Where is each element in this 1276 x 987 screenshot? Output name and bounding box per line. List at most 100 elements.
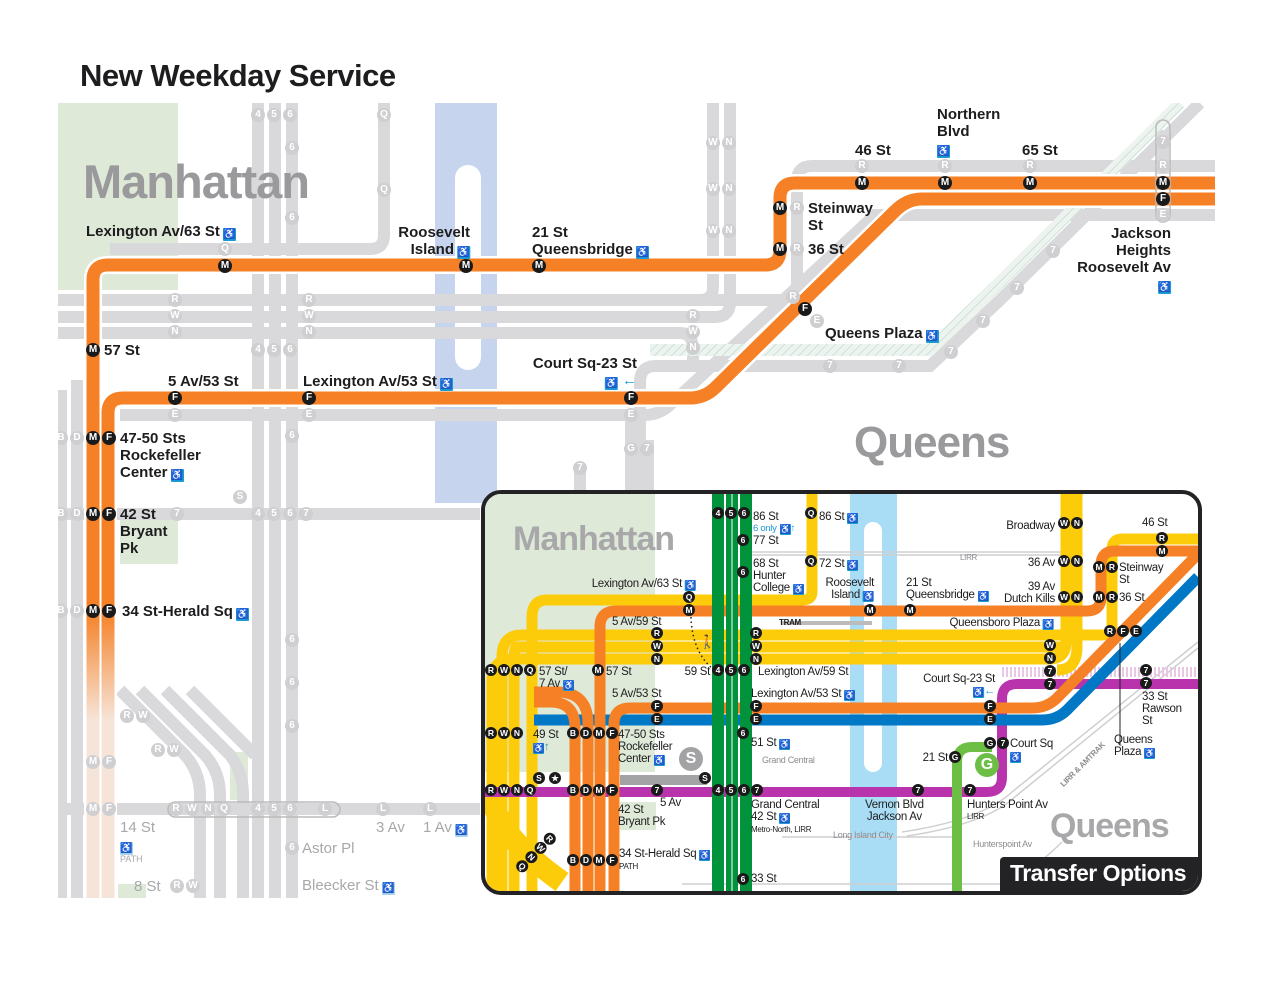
lirr-label: LIRR	[960, 553, 978, 562]
route-bullet-group: 6	[737, 727, 749, 739]
blue-e-line	[534, 573, 1198, 726]
accessible-icon: ♿	[222, 228, 236, 241]
route-bullet-n: N	[168, 325, 182, 339]
inset-station-queensboro-plaza[interactable]: Queensboro Plaza♿	[949, 617, 1054, 630]
inset-station-77-st[interactable]: 77 St	[753, 535, 779, 547]
inset-station-lexington-av-59-st[interactable]: Lexington Av/59 St	[758, 666, 849, 678]
station-lexington-av-63-st[interactable]: Lexington Av/63 St♿	[86, 223, 236, 241]
inset-station-36-av[interactable]: 36 Av	[1027, 557, 1055, 569]
route-bullet-w: W	[1044, 639, 1056, 651]
hunterspoint-av-label: Hunterspoint Av	[973, 839, 1032, 849]
route-bullet-n: N	[750, 653, 762, 665]
station-5-av-53-st[interactable]: 5 Av/53 St	[168, 373, 239, 390]
route-bullet-7: 7	[1140, 677, 1152, 689]
inset-station-court-sq-23-st[interactable]: Court Sq-23 St♿←	[923, 673, 995, 698]
route-bullet-6: 6	[285, 633, 299, 647]
inset-station-59-st[interactable]: 59 St	[684, 666, 711, 678]
inset-station-49-st[interactable]: 49 St♿↑	[533, 729, 559, 754]
station-46-st[interactable]: 46 St	[855, 142, 891, 159]
inset-station-46-st[interactable]: 46 St	[1142, 517, 1168, 529]
route-bullet-n: N	[1071, 591, 1083, 603]
accessible-icon: ♿	[925, 330, 939, 343]
route-bullet-e: E	[1156, 208, 1170, 222]
route-bullet-r: R	[1156, 532, 1168, 544]
inset-station-34-st-herald-sq[interactable]: 34 St-Herald Sq♿PATH	[619, 848, 711, 871]
inset-station-court-sq[interactable]: Court Sq♿	[1010, 738, 1053, 763]
inset-station-5-av-53-st[interactable]: 5 Av/53 St	[612, 688, 662, 700]
inset-station-51-st[interactable]: 51 St♿	[751, 737, 791, 750]
route-bullet-e: E	[750, 713, 762, 725]
inset-station-72-st[interactable]: 72 St♿	[819, 558, 859, 571]
station-57-st[interactable]: 57 St	[104, 342, 140, 359]
station-34-st-herald-sq[interactable]: 34 St-Herald Sq♿	[122, 603, 249, 621]
station-lexington-av-53-st[interactable]: Lexington Av/53 St♿	[303, 373, 453, 391]
path-label: PATH	[120, 854, 143, 864]
inset-station-86-st-lex[interactable]: 86 St	[753, 511, 779, 523]
inset-station-57-st-7-av[interactable]: 57 St/7 Av♿	[539, 666, 574, 691]
station-court-sq-23-st[interactable]: Court Sq-23 St♿ ←	[532, 355, 637, 390]
route-bullet-6: 6	[737, 727, 749, 739]
inset-station-33-st[interactable]: 33 St	[751, 873, 777, 885]
inset-station-lexington-av-63-st[interactable]: Lexington Av/63 St♿	[591, 578, 696, 591]
route-bullet-group: 6	[737, 873, 749, 885]
shuttle-big-bullet: S	[679, 747, 703, 771]
station-36-st[interactable]: 36 St	[808, 241, 844, 258]
route-bullet-w: W	[498, 784, 510, 796]
yellow-curve	[485, 791, 569, 891]
route-bullet-6: 6	[737, 534, 749, 546]
route-bullet-e: E	[984, 713, 996, 725]
inset-station-5-av-59-st[interactable]: 5 Av/59 St	[612, 616, 662, 628]
active-lines	[84, 174, 1215, 898]
inset-station-36-st[interactable]: 36 St	[1119, 592, 1145, 604]
inset-station-57-st[interactable]: 57 St	[606, 666, 632, 678]
route-bullet-w: W	[302, 309, 316, 323]
route-bullet-group: 7	[1010, 281, 1024, 295]
inset-station-21-st[interactable]: 21 St	[922, 752, 949, 764]
route-bullet-l: L	[376, 802, 390, 816]
route-bullet-group: M	[773, 201, 787, 215]
inset-station-86-st-2av[interactable]: 86 St♿	[819, 511, 859, 524]
inset-station-5-av[interactable]: 5 Av	[660, 797, 681, 809]
station-label-astor-pl: Astor Pl	[302, 840, 355, 857]
route-bullet-group: F	[302, 391, 316, 405]
inset-station-lexington-av-53-st[interactable]: Lexington Av/53 St♿	[751, 688, 856, 701]
station-queens-plaza[interactable]: Queens Plaza♿	[825, 325, 939, 343]
route-bullet-group: L	[423, 802, 437, 816]
route-bullet-m: M	[86, 755, 100, 769]
route-bullet-b: B	[567, 727, 579, 739]
route-bullet-7: 7	[573, 461, 587, 475]
station-65-st[interactable]: 65 St	[1022, 142, 1058, 159]
route-bullet-6: 6	[285, 719, 299, 733]
inset-station-broadway[interactable]: Broadway	[1006, 520, 1055, 532]
accessible-icon: ♿	[604, 377, 618, 390]
